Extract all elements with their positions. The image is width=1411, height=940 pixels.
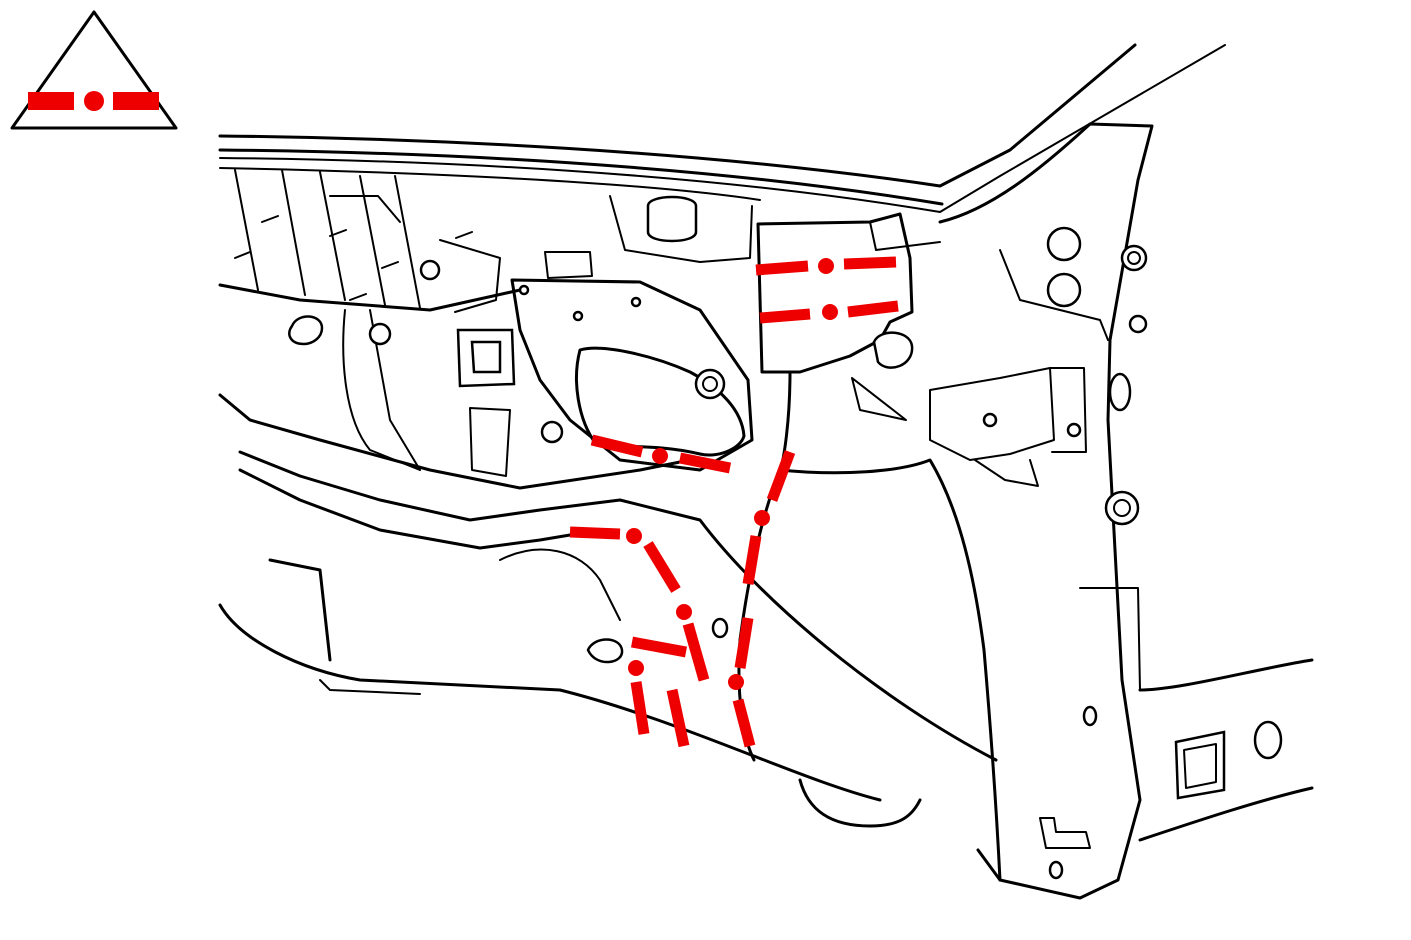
cut-line-wiper-plate [590,434,732,474]
cut-line-rail-bottom-dash-2 [666,688,690,748]
cut-line-rail-bottom-dash-1 [630,681,650,735]
cut-line-wheelhouse-front-dot [754,510,770,526]
weld-cut-symbol-icon [10,10,178,130]
cut-line-wheelhouse-lower-dot [728,674,744,690]
cut-line-rail-top-dash-2 [643,541,681,593]
cut-line-upper-bracket-bottom-dash-2 [847,300,899,318]
cut-line-wheelhouse-lower-dash-2 [732,698,756,748]
cut-line-rail-mid [630,604,710,682]
cut-line-rail-mid-dash-2 [630,636,688,658]
cut-line-wiper-plate-dot [652,448,668,464]
cut-line-upper-bracket-top-dash-2 [843,256,897,270]
cut-line-wiper-plate-dash-2 [678,452,732,474]
cut-line-upper-bracket-bottom-dot [822,304,838,320]
cut-line-wiper-plate-dash-1 [590,434,644,458]
cut-line-rail-bottom [628,660,690,748]
cut-line-upper-bracket-top-dash-1 [755,260,809,276]
cut-line-rail-top-dot [626,528,642,544]
cut-line-wheelhouse-lower [728,617,756,748]
cut-line-rail-top-dash-1 [569,526,621,540]
cut-line-wheelhouse-front-dash-2 [742,535,762,585]
cut-line-upper-bracket-top [755,256,897,276]
cut-line-rail-bottom-dot [628,660,644,676]
cut-lines [569,256,899,748]
cut-line-rail-top [569,526,681,593]
vehicle-structure-drawing [218,43,1314,900]
cut-line-rail-mid-dot [676,604,692,620]
cut-line-upper-bracket-bottom [759,300,899,324]
cut-line-rail-mid-dash-1 [682,622,710,682]
cut-line-wheelhouse-lower-dash-1 [734,617,754,669]
cut-line-upper-bracket-bottom-dash-1 [759,308,811,324]
cut-line-wheelhouse-front-dash-1 [766,450,796,502]
cut-line-upper-bracket-top-dot [818,258,834,274]
cut-line-wheelhouse-front [742,450,796,585]
